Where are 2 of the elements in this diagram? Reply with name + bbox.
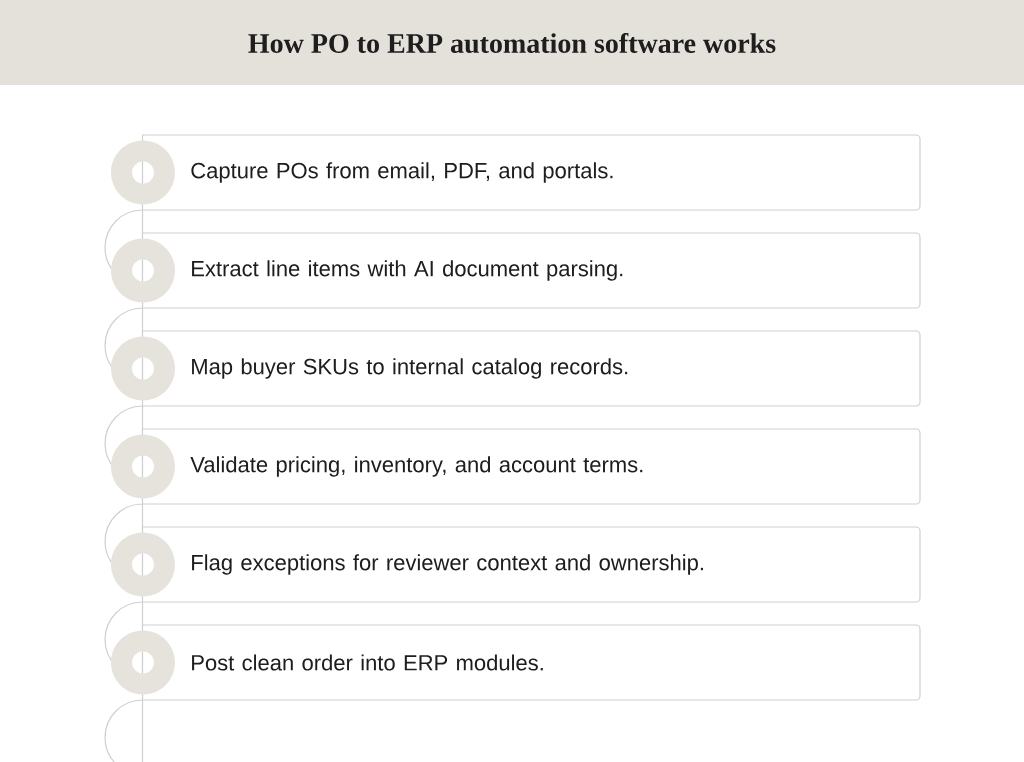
step-box: Post clean order into ERP modules. — [104, 624, 921, 762]
title-banner: How PO to ERP automation software works — [0, 0, 1024, 85]
